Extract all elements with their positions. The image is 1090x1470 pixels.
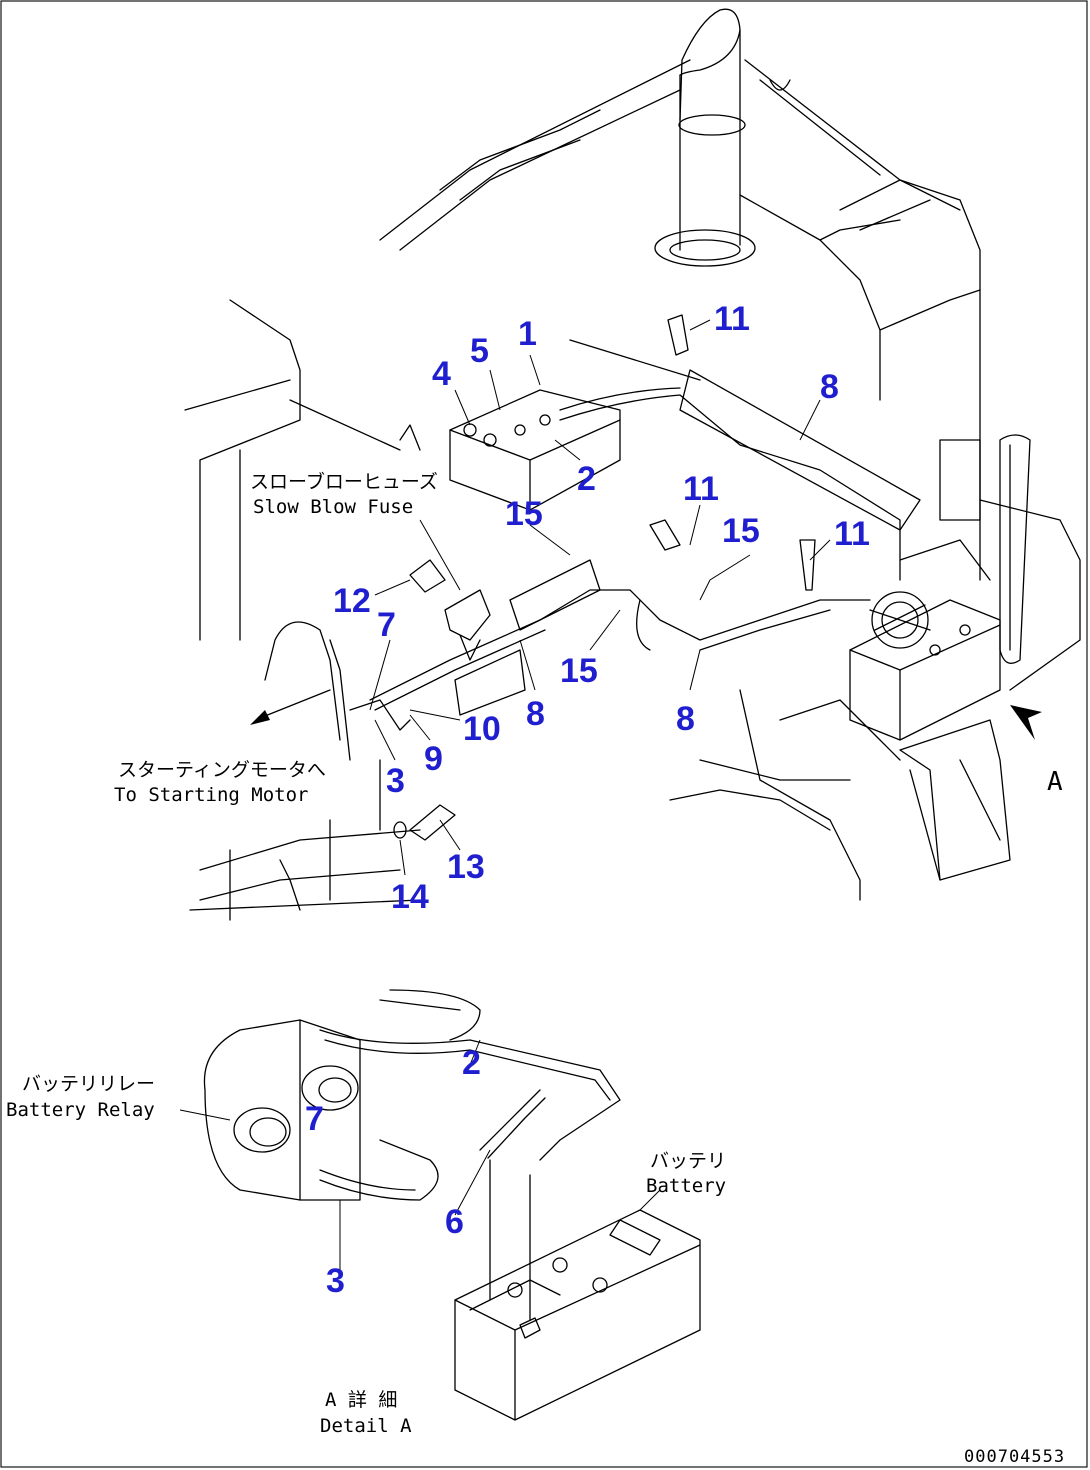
- callout-7-upper: 7: [377, 606, 396, 644]
- view-a-arrow: [1010, 705, 1042, 740]
- cable-harness: [250, 314, 1042, 841]
- detail-a-label-jp: A 詳 細: [325, 1389, 397, 1411]
- callout-3-upper: 3: [386, 762, 405, 800]
- callout-6: 6: [445, 1203, 464, 1241]
- callout-2-detail: 2: [462, 1044, 481, 1082]
- callout-3-detail: 3: [326, 1262, 345, 1300]
- upper-battery: [449, 389, 621, 511]
- leader-lines: [179, 319, 831, 1270]
- callout-5: 5: [470, 332, 489, 370]
- callout-8-low: 8: [676, 700, 695, 738]
- battery-relay-label-en: Battery Relay: [6, 1099, 155, 1121]
- callout-14: 14: [391, 878, 429, 916]
- right-battery: [849, 591, 1001, 741]
- callout-12: 12: [333, 582, 371, 620]
- callout-11-right: 11: [834, 515, 870, 553]
- callout-7-detail: 7: [305, 1100, 324, 1138]
- starting-motor-label-en: To Starting Motor: [114, 784, 308, 806]
- drawing-reference-number: 000704553: [964, 1447, 1065, 1467]
- callout-15-lower: 15: [560, 652, 598, 690]
- slow-blow-fuse-label-en: Slow Blow Fuse: [253, 496, 413, 518]
- view-a-letter: A: [1047, 767, 1063, 797]
- callout-8-mid: 8: [526, 695, 545, 733]
- starting-motor-label-jp: スターティングモータへ: [118, 759, 326, 781]
- callout-8-top: 8: [820, 368, 839, 406]
- callout-1: 1: [518, 315, 537, 353]
- callout-11-mid: 11: [683, 470, 719, 508]
- callout-9: 9: [424, 740, 443, 778]
- callout-13: 13: [447, 848, 485, 886]
- slow-blow-fuse-label-jp: スローブローヒューズ: [250, 470, 438, 493]
- callout-15-right: 15: [722, 512, 760, 550]
- callout-2-upper: 2: [577, 460, 596, 498]
- battery-label-en: Battery: [646, 1175, 726, 1197]
- callout-4: 4: [432, 355, 451, 393]
- callout-15-left: 15: [505, 495, 543, 533]
- callout-11-top: 11: [714, 300, 750, 338]
- callout-10: 10: [463, 710, 501, 748]
- battery-relay-label-jp: バッテリリレー: [22, 1073, 155, 1095]
- machine-body-lineart: [184, 8, 1081, 921]
- detail-a-lineart: [203, 989, 701, 1421]
- detail-a-label-en: Detail A: [320, 1415, 412, 1437]
- battery-label-jp: バッテリ: [650, 1150, 726, 1172]
